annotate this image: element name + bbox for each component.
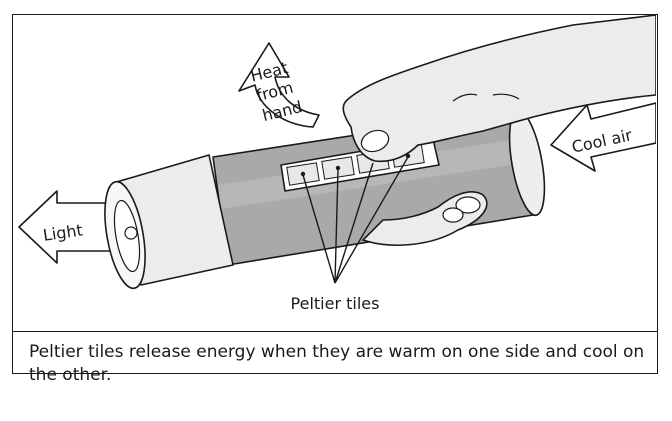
flashlight-illustration: Light bbox=[13, 15, 656, 331]
caption-divider bbox=[13, 331, 657, 332]
heat-arrow: Heat from hand bbox=[239, 43, 319, 127]
light-arrow: Light bbox=[19, 191, 113, 263]
figure-frame: Light bbox=[12, 14, 658, 374]
peltier-tiles-label: Peltier tiles bbox=[291, 294, 380, 313]
figure-caption: Peltier tiles release energy when they a… bbox=[29, 341, 649, 387]
cool-air-arrow: Cool air bbox=[551, 103, 656, 171]
